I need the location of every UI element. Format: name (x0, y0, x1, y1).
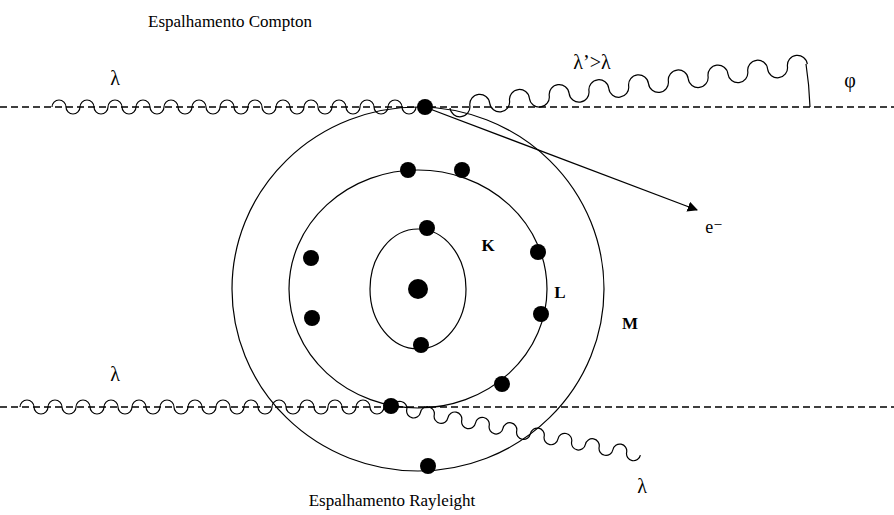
nucleus (408, 279, 428, 299)
angle-arc (806, 64, 810, 107)
angle-label: φ (844, 69, 856, 91)
process-title: Espalhamento Compton (148, 13, 312, 32)
process-title: Espalhamento Rayleight (309, 492, 476, 511)
dashed-axis (0, 406, 894, 407)
incident-wave (20, 400, 384, 414)
particle-label: e⁻ (705, 218, 723, 238)
electrons (303, 99, 549, 474)
shell-label: K (481, 237, 494, 256)
dashed-axis (0, 106, 894, 107)
shell-label: L (554, 284, 565, 303)
wavelength-label: λ’>λ (573, 51, 610, 73)
shell-label: M (622, 315, 638, 334)
wavelength-label: λ (637, 475, 647, 497)
scattered-wave (449, 54, 809, 118)
electron-arrow (430, 109, 697, 210)
wavelength-label: λ (110, 67, 120, 89)
wavelength-label: λ (110, 363, 120, 385)
incident-wave (52, 100, 416, 114)
shell-k (370, 229, 466, 349)
scattered-wave (392, 400, 642, 462)
shell-l (289, 170, 547, 408)
